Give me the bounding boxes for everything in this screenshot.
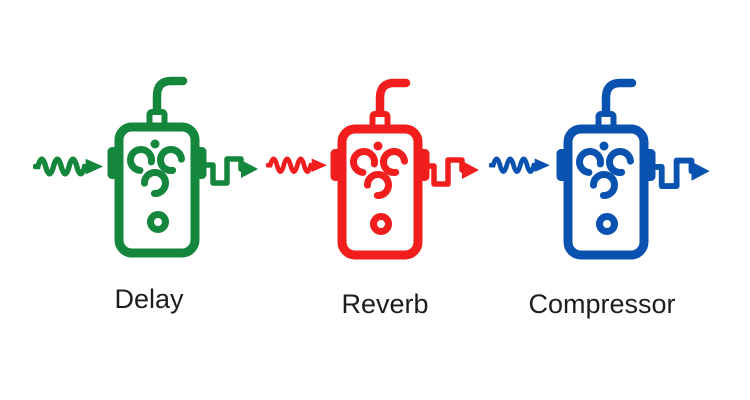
pedal-label-delay: Delay <box>114 284 184 314</box>
square-wave-arrow-icon <box>202 151 264 195</box>
square-wave-arrow-icon <box>423 152 485 196</box>
sine-wave-arrow-icon <box>489 150 555 180</box>
pedal-label-reverb: Reverb <box>341 289 429 319</box>
guitar-pedal-icon-delay <box>107 72 207 262</box>
pedal-label-compressor: Compressor <box>528 289 676 319</box>
guitar-pedal-icon-reverb <box>330 74 430 264</box>
square-wave-arrow-icon <box>650 152 716 199</box>
guitar-pedal-icon-compressor <box>556 74 656 264</box>
sine-wave-arrow-icon <box>33 149 109 184</box>
sine-wave-arrow-icon <box>266 150 332 180</box>
